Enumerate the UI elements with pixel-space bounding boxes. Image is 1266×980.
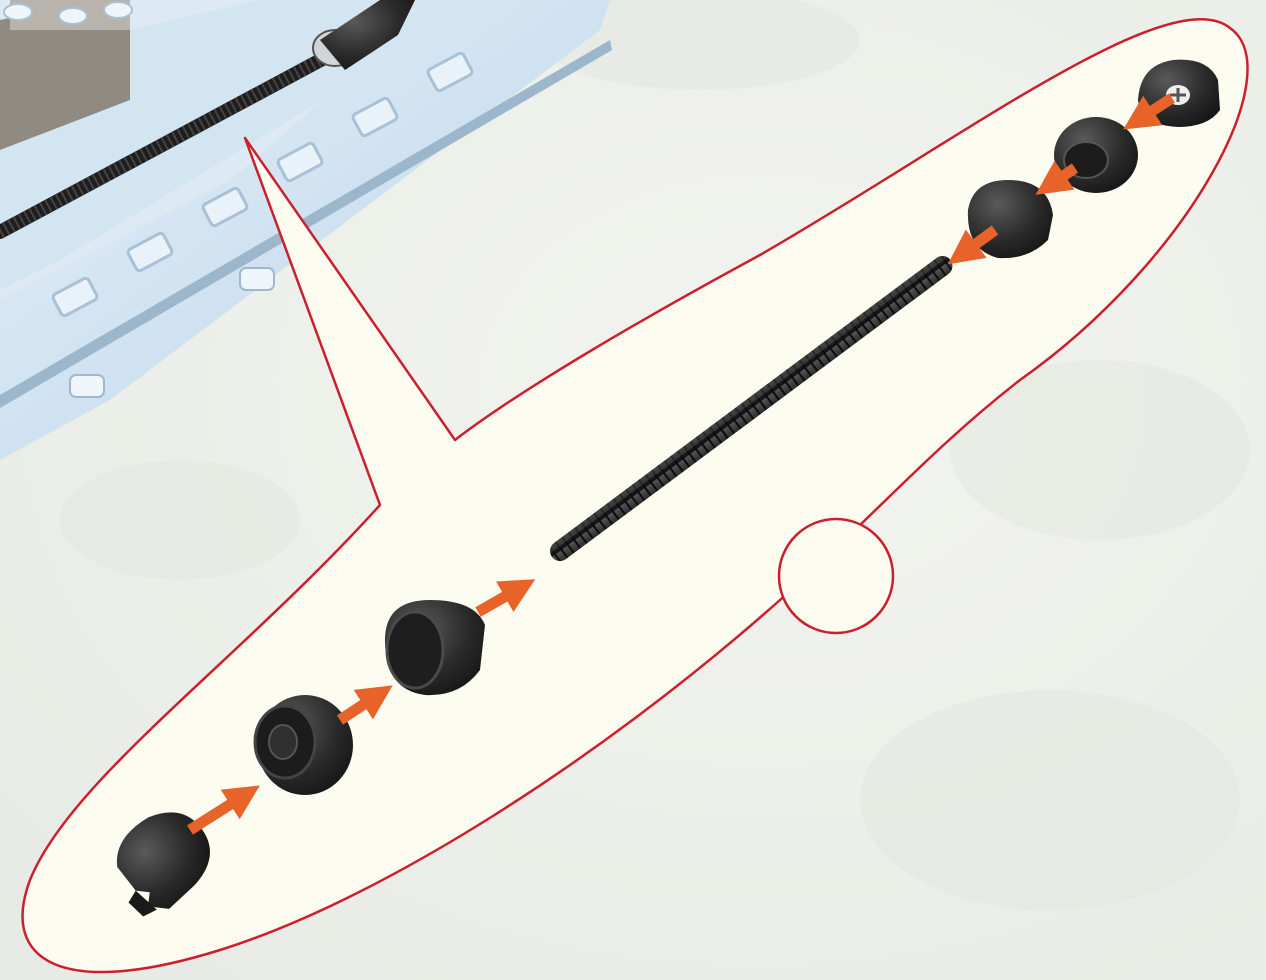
washer-upper: [1054, 117, 1138, 193]
detail-magnifier-circle: [779, 519, 893, 633]
cone-nut-lower: [385, 600, 485, 695]
